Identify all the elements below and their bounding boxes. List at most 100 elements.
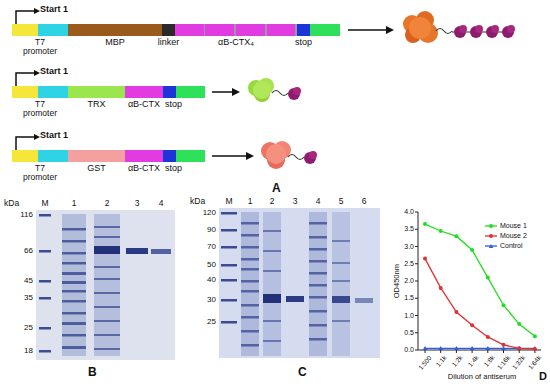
start-label: Start 1 [40,131,68,141]
gel-band [263,230,281,232]
segment-label: TRX [88,100,106,110]
tick-label: 1:32k [511,354,527,371]
fusion-protein-icon [403,11,515,43]
construct-segment: αB-CTX₄ [175,24,297,36]
gel-band [62,281,86,284]
gel-band [94,334,120,336]
tick-label: 0.0 [404,346,414,354]
segment [176,86,205,98]
chain-line [272,91,288,96]
peptide-blob [309,151,317,159]
gel-band [241,344,259,347]
peptide-blob [304,152,316,164]
construct-segment: MBP [68,24,162,36]
gel-band [62,290,86,293]
gel-band [126,248,148,254]
tick-label: 1:4k [466,354,479,368]
tick-label: 3.0 [404,243,414,251]
gel-band [94,292,120,294]
peptide-blob [293,87,301,95]
protein-blob [253,81,271,99]
lane-label: 2 [105,199,110,208]
gel-smear [263,212,281,356]
marker [502,343,506,347]
fusion-protein-icon [261,141,317,169]
x-axis [418,350,541,351]
gel-band [221,212,237,215]
ladder-mark: 70 [207,243,216,252]
segment-label: αB-CTX₄ [218,38,254,48]
gel-band [332,262,350,264]
construct-segment: GST [68,150,125,162]
panel-letter: C [298,366,307,379]
tick [415,212,418,213]
segment-label: GST [87,164,106,174]
promoter-label: T7 promoter [20,164,60,182]
series-markers [423,346,538,350]
sample-lane [241,222,259,347]
legend-label: Mouse 2 [500,232,527,240]
gel-band [62,334,86,337]
segment [12,150,38,162]
gel-band [309,324,327,327]
construct-segment: stop [163,86,176,98]
gel-band [39,214,51,217]
protein-blob [266,144,286,164]
gel-band [309,260,327,263]
ladder-lane [221,212,237,324]
panel-letter: A [272,182,281,195]
gel-band [62,322,86,325]
segment-label: stop [165,164,182,174]
legend-label: Control [500,242,523,250]
sample-lane [94,226,120,350]
segment [12,86,38,98]
start-arrow [16,137,34,150]
axis-unit: kDa [4,199,19,208]
tick [415,315,418,316]
gel-band [94,266,120,268]
tick-label: 1.0 [404,312,414,320]
line-chart [415,212,541,353]
segment-label: linker [158,38,180,48]
tick-label: 2.0 [404,277,414,285]
tick-label: 1:8k [482,354,495,368]
segment-label: αB-CTX [128,164,160,174]
marker [533,346,538,350]
gel-band [355,298,373,303]
expression-arrow [348,29,386,31]
gel-band [94,348,120,350]
arrow-head [232,88,240,96]
gel-band [39,350,51,353]
gel-band [39,280,51,283]
ladder-mark: 40 [207,276,216,285]
gel-band [94,246,120,254]
gel-band [62,300,86,303]
series-line [425,224,535,336]
tick [503,350,504,353]
marker [486,346,491,350]
series-markers [423,257,537,351]
marker [517,322,521,326]
axis-title: OD450nm [393,264,401,298]
segment-label: MBP [105,38,125,48]
gel-smear [94,214,120,356]
marker [470,248,474,252]
arrow-head [386,26,394,34]
marker [533,347,537,351]
marker [454,310,458,314]
gel-band [309,284,327,287]
marker [454,234,458,238]
tick [456,350,457,353]
peptide-blob [475,25,483,33]
ladder-mark: 25 [24,324,33,333]
marker [470,346,475,350]
construct-segment: linker [162,24,175,36]
lane-label: M [225,197,232,206]
legend-marker [489,244,494,248]
gel-band [263,320,281,322]
segment-label: αB-CTX [128,100,160,110]
gel-band [221,229,237,232]
lane-label: 5 [339,197,344,206]
start-label: Start 1 [40,67,68,77]
ladder-mark: 120 [203,209,216,218]
